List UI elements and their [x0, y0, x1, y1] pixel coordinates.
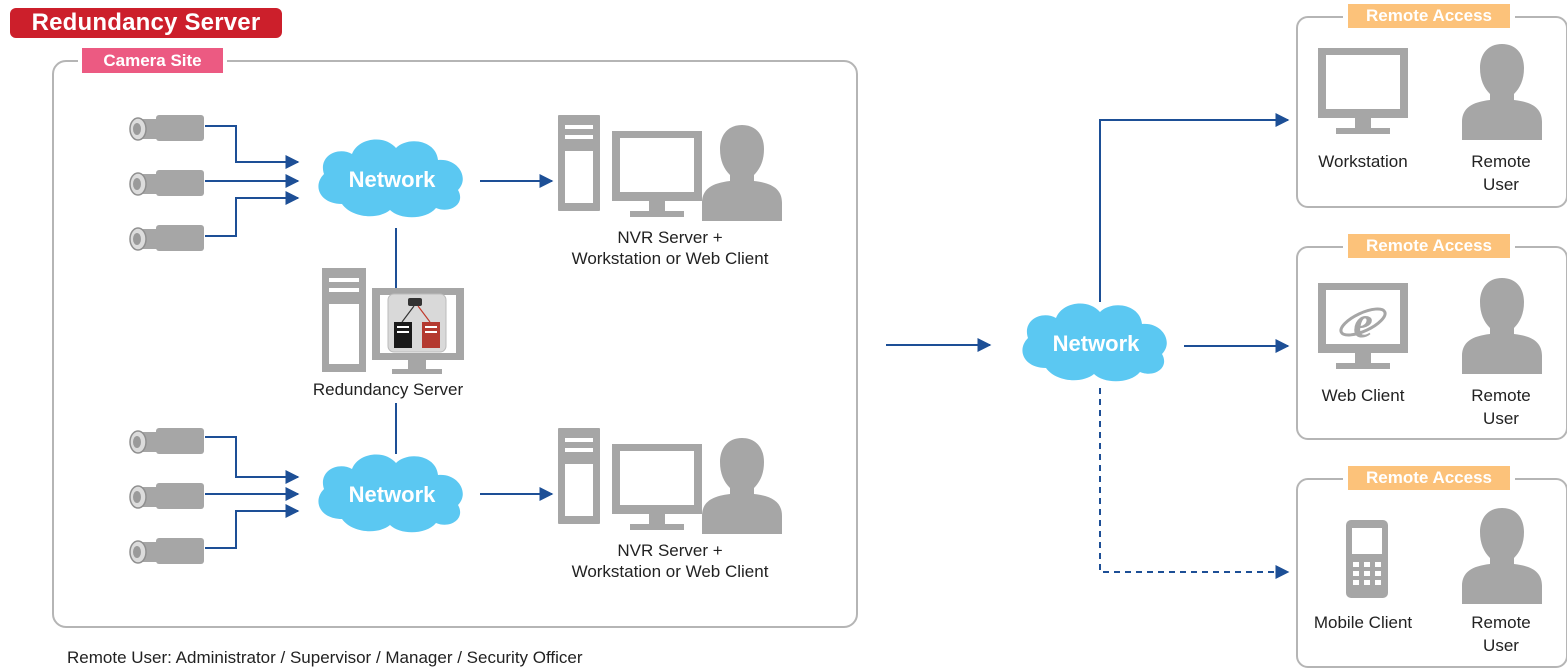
nvr-caption-line1: NVR Server + — [617, 228, 723, 247]
network-label: Network — [1052, 331, 1140, 356]
footnote: Remote User: Administrator / Supervisor … — [67, 648, 583, 667]
network-label: Network — [348, 167, 436, 192]
remote-access-tag: Remote Access — [1343, 229, 1515, 263]
monitor-icon — [1318, 48, 1408, 134]
remote-access-tag: Remote Access — [1343, 0, 1515, 33]
camera-icon — [129, 169, 205, 197]
diagram-title: Redundancy Server — [10, 8, 282, 38]
nvr-caption-line1: NVR Server + — [617, 541, 723, 560]
server-tower-icon — [558, 428, 600, 524]
user-silhouette-icon — [1462, 44, 1542, 140]
device-caption: Web Client — [1321, 386, 1405, 405]
remote-access-tag: Remote Access — [1343, 461, 1515, 495]
user-silhouette-icon — [1462, 278, 1542, 374]
redundancy-server-caption: Redundancy Server — [312, 380, 464, 399]
remote-user-caption-line1: Remote — [1471, 613, 1531, 632]
mobile-phone-icon — [1346, 520, 1388, 598]
camera-icon — [129, 427, 205, 455]
user-silhouette-icon — [1462, 508, 1542, 604]
camera-icon — [129, 482, 205, 510]
remote-user-caption-line1: Remote — [1471, 152, 1531, 171]
camera-icon — [129, 114, 205, 142]
camera-icon — [129, 537, 205, 565]
monitor-icon — [612, 131, 702, 217]
remote-user-caption-line2: User — [1483, 636, 1519, 655]
camera-icon — [129, 224, 205, 252]
remote-links — [1099, 113, 1290, 579]
camera-feed-lines — [205, 436, 300, 549]
remote-user-caption-line2: User — [1483, 409, 1519, 428]
camera-site-tag: Camera Site — [78, 44, 227, 77]
device-caption: Mobile Client — [1313, 613, 1413, 632]
device-caption: Workstation — [1318, 152, 1408, 171]
camera-site-box — [52, 60, 858, 628]
user-silhouette-icon — [702, 125, 782, 221]
user-silhouette-icon — [702, 438, 782, 534]
monitor-icon — [612, 444, 702, 530]
remote-user-caption-line2: User — [1483, 175, 1519, 194]
server-tower-icon — [558, 115, 600, 211]
ie-logo-icon: e — [1339, 298, 1387, 347]
nvr-caption-line2: Workstation or Web Client — [571, 249, 769, 268]
camera-feed-lines — [205, 125, 300, 237]
network-label: Network — [348, 482, 436, 507]
nvr-caption-line2: Workstation or Web Client — [571, 562, 769, 581]
svg-text:e: e — [1353, 298, 1373, 347]
redundancy-server-icon — [322, 268, 464, 374]
remote-user-caption-line1: Remote — [1471, 386, 1531, 405]
